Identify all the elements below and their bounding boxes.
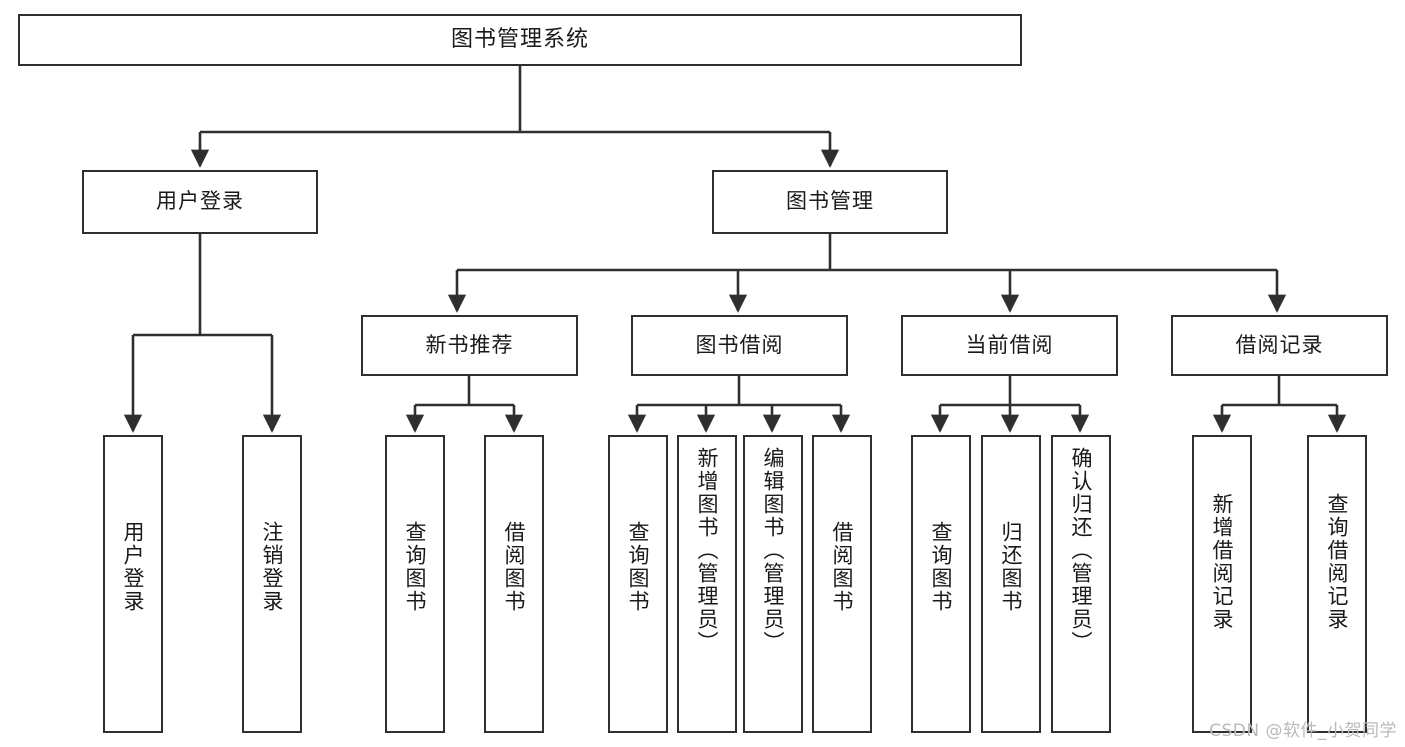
leaf-query-book-borrow[interactable]: 查询图书 [608,435,668,733]
leaf-logout[interactable]: 注销登录 [242,435,302,733]
leaf-query-borrow-record[interactable]: 查询借阅记录 [1307,435,1367,733]
leaf-label: 编辑图书（管理员） [761,447,786,654]
node-label: 当前借阅 [965,332,1054,357]
leaf-user-login[interactable]: 用户登录 [103,435,163,733]
node-label: 用户登录 [156,189,244,214]
leaf-label: 注销登录 [260,521,285,613]
leaf-edit-book-admin[interactable]: 编辑图书（管理员） [743,435,803,733]
leaf-label: 新增图书（管理员） [695,447,720,654]
node-label: 图书管理系统 [450,26,589,52]
node-new-book-recommend[interactable]: 新书推荐 [361,315,578,376]
node-label: 图书借阅 [695,332,784,357]
leaf-confirm-return-admin[interactable]: 确认归还（管理员） [1051,435,1111,733]
leaf-label: 查询图书 [403,521,428,613]
leaf-label: 查询图书 [626,521,651,613]
leaf-label: 查询借阅记录 [1325,493,1350,631]
leaf-label: 归还图书 [999,521,1024,613]
leaf-label: 确认归还（管理员） [1069,447,1094,654]
node-book-management-system[interactable]: 图书管理系统 [18,14,1022,66]
node-borrow-record[interactable]: 借阅记录 [1171,315,1388,376]
leaf-label: 借阅图书 [830,521,855,613]
leaf-borrow-book-recommend[interactable]: 借阅图书 [484,435,544,733]
node-label: 图书管理 [786,189,874,214]
node-label: 新书推荐 [425,332,514,357]
leaf-label: 新增借阅记录 [1210,493,1235,631]
leaf-add-book-admin[interactable]: 新增图书（管理员） [677,435,737,733]
node-current-borrow[interactable]: 当前借阅 [901,315,1118,376]
leaf-label: 查询图书 [929,521,954,613]
node-user-login[interactable]: 用户登录 [82,170,318,234]
leaf-add-borrow-record[interactable]: 新增借阅记录 [1192,435,1252,733]
node-book-management[interactable]: 图书管理 [712,170,948,234]
node-book-borrow[interactable]: 图书借阅 [631,315,848,376]
node-label: 借阅记录 [1235,332,1324,357]
leaf-label: 借阅图书 [502,521,527,613]
leaf-borrow-book[interactable]: 借阅图书 [812,435,872,733]
leaf-query-book-current[interactable]: 查询图书 [911,435,971,733]
leaf-query-book-recommend[interactable]: 查询图书 [385,435,445,733]
leaf-return-book[interactable]: 归还图书 [981,435,1041,733]
leaf-label: 用户登录 [121,521,146,613]
